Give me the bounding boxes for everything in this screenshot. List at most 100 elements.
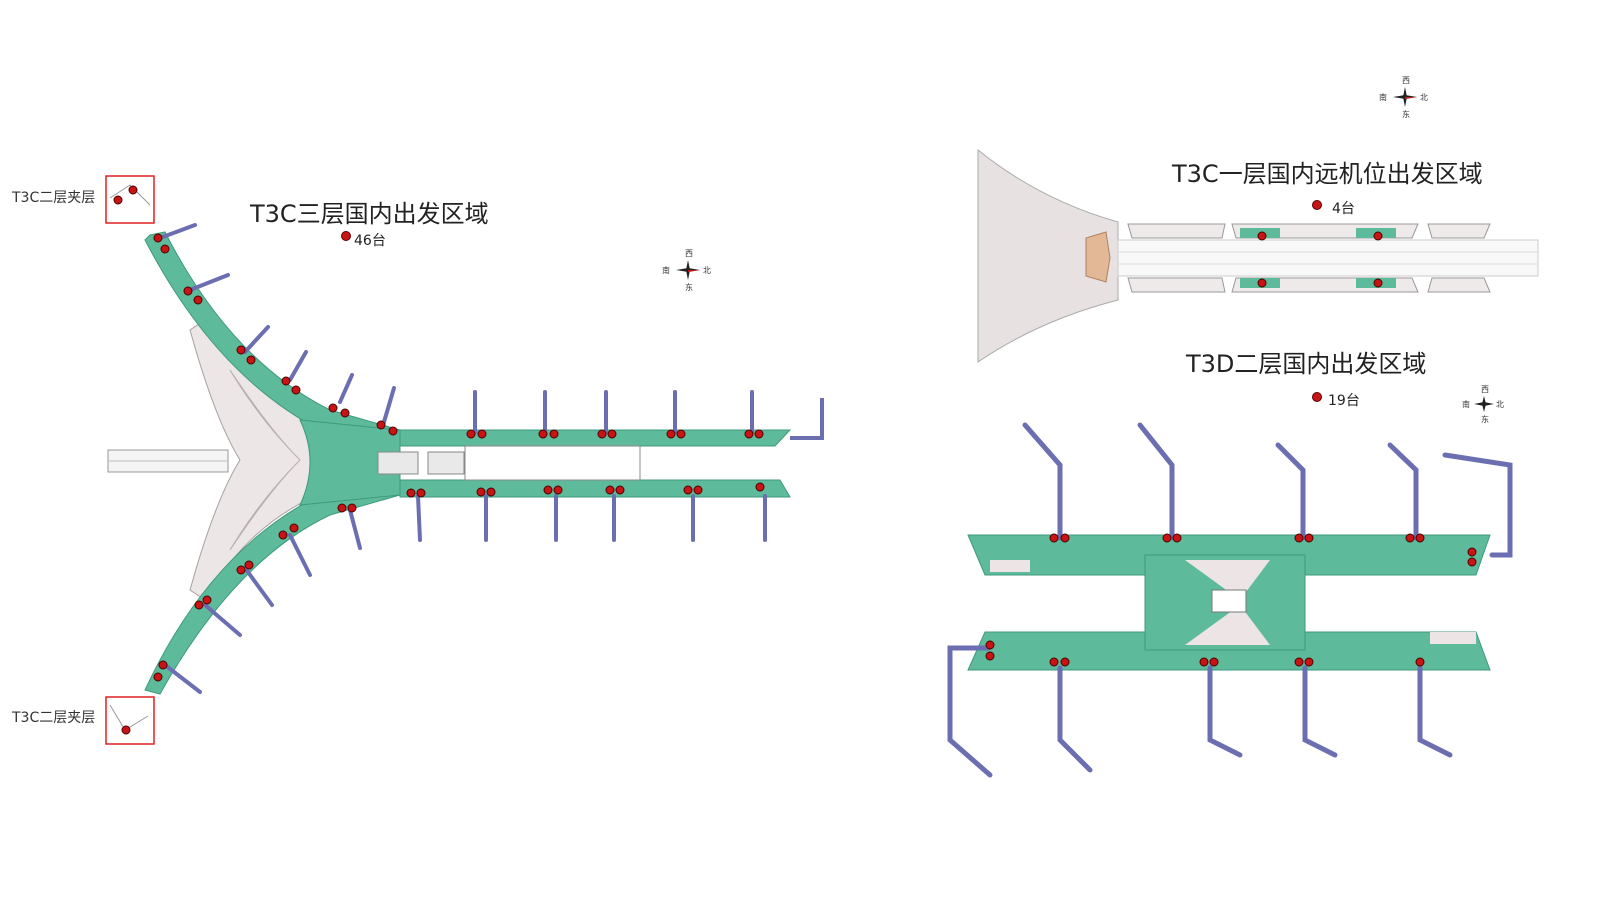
device-marker <box>347 503 357 513</box>
device-marker <box>1405 533 1415 543</box>
t3d-level2-title: T3D二层国内出发区域 <box>1186 350 1427 378</box>
compass-west-label: 西 <box>1481 385 1489 394</box>
device-marker <box>755 482 765 492</box>
t3c-mezzanine-label-bottom: T3C二层夹层 <box>12 710 96 726</box>
device-marker <box>406 488 416 498</box>
mezzanine-box-bottom <box>105 696 155 745</box>
compass-west-label: 西 <box>1402 76 1410 85</box>
device-marker <box>1060 533 1070 543</box>
device-marker <box>158 660 168 670</box>
t3c-level1-map <box>977 148 1539 363</box>
device-marker <box>328 403 338 413</box>
device-marker <box>193 295 203 305</box>
compass-rose-t3c-l1: 西 东 南 北 <box>1379 76 1428 119</box>
device-marker <box>183 286 193 296</box>
compass-east-label: 东 <box>1402 109 1410 119</box>
t3c-east-pier-lower <box>399 479 791 498</box>
device-marker <box>416 488 426 498</box>
device-marker <box>476 487 486 497</box>
device-marker <box>236 565 246 575</box>
device-marker <box>1415 657 1425 667</box>
device-marker <box>666 429 676 439</box>
t3c-level1-title: T3C一层国内远机位出发区域 <box>1172 160 1483 188</box>
t3c-jet-bridges <box>158 223 767 694</box>
device-marker <box>376 420 386 430</box>
device-marker <box>388 426 398 436</box>
device-marker <box>538 429 548 439</box>
compass-south-label: 南 <box>1462 399 1470 409</box>
t3d-level2-count: 19台 <box>1328 393 1360 409</box>
compass-east-label: 东 <box>1481 414 1489 424</box>
device-marker <box>246 355 256 365</box>
device-marker <box>1162 533 1172 543</box>
legend-marker-dot <box>1312 200 1322 210</box>
device-marker <box>153 233 163 243</box>
device-markers <box>113 185 1477 735</box>
compass-north-label: 北 <box>1496 400 1504 409</box>
device-marker <box>1467 547 1477 557</box>
device-marker <box>754 429 764 439</box>
device-marker <box>1304 533 1314 543</box>
device-marker <box>605 485 615 495</box>
device-marker <box>1373 231 1383 241</box>
device-marker <box>1049 533 1059 543</box>
compass-rose-t3d: 西 东 南 北 <box>1462 385 1504 424</box>
device-marker <box>693 485 703 495</box>
device-marker <box>1049 657 1059 667</box>
t3c-central-hub <box>299 419 401 506</box>
device-marker <box>340 408 350 418</box>
compass-rose-main: 西 东 南 北 <box>662 249 711 292</box>
device-marker <box>1294 657 1304 667</box>
device-marker <box>486 487 496 497</box>
device-marker <box>553 485 563 495</box>
compass-south-label: 南 <box>1379 92 1387 102</box>
t3c-east-end-bridge <box>790 398 824 440</box>
t3d-lower-concourse <box>967 631 1491 671</box>
t3c-level3-map <box>105 175 824 745</box>
device-marker <box>1199 657 1209 667</box>
legend-marker-dot <box>341 231 351 241</box>
compass-north-label: 北 <box>703 266 711 275</box>
device-marker <box>153 672 163 682</box>
device-marker <box>113 195 123 205</box>
device-marker <box>1257 278 1267 288</box>
t3d-level2-map <box>947 422 1513 778</box>
compass-south-label: 南 <box>662 265 670 275</box>
device-marker <box>244 560 254 570</box>
mezzanine-box-top <box>105 175 155 224</box>
device-marker <box>160 244 170 254</box>
device-marker <box>289 523 299 533</box>
t3c-east-pier-inner <box>464 445 641 481</box>
device-marker <box>1209 657 1219 667</box>
device-marker <box>466 429 476 439</box>
t3c-plaza <box>229 369 301 551</box>
device-marker <box>1373 278 1383 288</box>
device-marker <box>281 376 291 386</box>
legend-marker-dot <box>1312 392 1322 402</box>
device-marker <box>683 485 693 495</box>
device-marker <box>1060 657 1070 667</box>
device-marker <box>477 429 487 439</box>
t3c-level3-count: 46台 <box>354 233 386 249</box>
device-marker <box>202 595 212 605</box>
device-marker <box>121 725 131 735</box>
device-marker <box>543 485 553 495</box>
compass-north-label: 北 <box>1420 93 1428 102</box>
device-marker <box>1304 657 1314 667</box>
device-marker <box>1467 557 1477 567</box>
device-marker <box>1172 533 1182 543</box>
device-marker <box>676 429 686 439</box>
t3c-mezzanine-label-top: T3C二层夹层 <box>12 190 96 206</box>
device-marker <box>985 651 995 661</box>
device-marker <box>128 185 138 195</box>
device-marker <box>337 503 347 513</box>
device-marker <box>1415 533 1425 543</box>
device-marker <box>1257 231 1267 241</box>
t3c-east-pier-upper <box>399 429 792 447</box>
device-marker <box>597 429 607 439</box>
device-marker <box>607 429 617 439</box>
t3c-level3-title: T3C三层国内出发区域 <box>250 200 489 228</box>
device-marker <box>615 485 625 495</box>
